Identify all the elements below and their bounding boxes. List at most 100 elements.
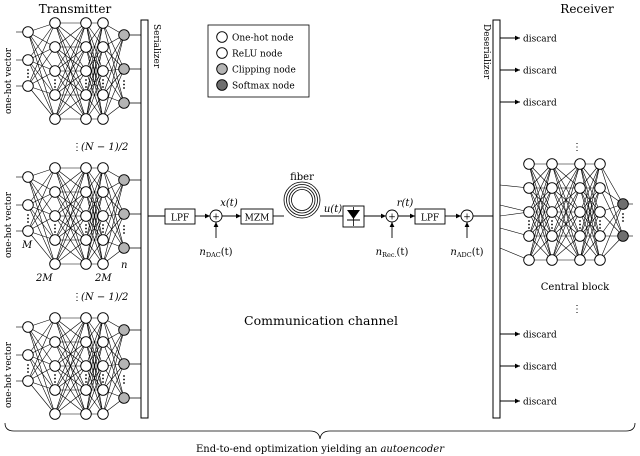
relu-node: [97, 89, 109, 101]
connection-line: [27, 326, 56, 367]
adder-dac-icon: [209, 209, 223, 223]
connection-line: [551, 187, 581, 261]
relu-node: [80, 186, 92, 198]
one-hot-node: [22, 225, 34, 237]
x-t-label: x(t): [220, 198, 238, 209]
ellipsis-dot: [27, 221, 29, 223]
relu-node: [574, 206, 586, 218]
connection-line: [27, 22, 56, 61]
connection-line: [54, 389, 87, 415]
one-hot-node: [22, 171, 34, 183]
relu-node: [49, 336, 61, 348]
connection-line: [27, 380, 56, 415]
ellipsis-dot: [27, 364, 29, 366]
connection-line: [85, 215, 104, 265]
connection-line: [85, 341, 104, 415]
connection-line: [54, 365, 87, 415]
ellipsis-dot: [27, 72, 29, 75]
one-hot-vector-label-3: one-hot vector: [4, 341, 14, 408]
relu-node: [49, 234, 61, 246]
relu-node: [574, 254, 586, 266]
connection-line: [102, 317, 125, 365]
ellipsis-dot: [85, 224, 87, 226]
ellipsis-dot: [123, 228, 125, 231]
relu-node: [49, 113, 61, 125]
ellipsis-dot: [27, 367, 29, 370]
connection-line: [27, 176, 56, 241]
arrow-head: [515, 67, 520, 73]
connection-line: [85, 317, 104, 367]
relu-node: [97, 186, 109, 198]
relu-node: [97, 312, 109, 324]
one-hot-node: [22, 199, 34, 211]
relu-node: [49, 89, 61, 101]
arrow-head: [389, 222, 395, 227]
ellipsis-dot: [54, 86, 56, 88]
ellipsis-dot: [579, 227, 581, 229]
connection-line: [27, 354, 56, 415]
ellipsis-dot: [85, 79, 87, 81]
ellipsis-dot: [123, 382, 125, 384]
connection-line: [27, 230, 56, 265]
relu-node: [49, 17, 61, 29]
relu-node: [97, 41, 109, 53]
ellipsis-dot: [579, 220, 581, 222]
legend-label: Clipping node: [232, 66, 296, 76]
relu-node: [594, 158, 606, 170]
connection-line: [85, 365, 104, 415]
discard-outputs: discarddiscarddiscarddiscarddiscarddisca…: [523, 35, 557, 408]
connection-line: [579, 163, 601, 237]
arrow-head: [515, 35, 520, 41]
clipping-node: [118, 29, 130, 41]
connection-line: [85, 317, 104, 415]
deserializer-bar: [492, 19, 501, 419]
connection-line: [579, 163, 601, 261]
ellipsis-dot: [54, 381, 56, 383]
connection-line: [85, 70, 104, 120]
clipping-node: [118, 208, 130, 220]
clipping-node: [118, 324, 130, 336]
connection-line: [27, 341, 56, 382]
connection-line: [27, 354, 56, 391]
ellipsis-dot: [599, 227, 601, 229]
connection-line: [102, 68, 125, 120]
clipping-node: [118, 392, 130, 404]
relu-node: [80, 65, 92, 77]
one-hot-node: [22, 54, 34, 66]
relu-node: [546, 182, 558, 194]
relu-node: [49, 360, 61, 372]
relu-node: [97, 408, 109, 420]
connection-line: [102, 179, 125, 241]
relu-node: [546, 158, 558, 170]
connection-line: [528, 187, 553, 261]
relu-node: [574, 158, 586, 170]
ellipsis-dot: [528, 223, 530, 226]
ellipsis-dot: [27, 217, 29, 220]
ellipsis-dot: [54, 227, 56, 230]
communication-channel-label: Communication channel: [244, 313, 398, 328]
ellipsis-dot: [528, 227, 530, 229]
relu-node: [97, 360, 109, 372]
relu-node: [80, 162, 92, 174]
ellipsis-vertical-1: ⋮: [72, 142, 82, 153]
connection-line: [27, 167, 56, 206]
ellipsis-dot: [54, 79, 56, 81]
connection-line: [528, 163, 553, 237]
arrow-head: [213, 222, 219, 227]
ellipsis-dot: [123, 83, 125, 86]
connection-line: [102, 34, 125, 96]
u-t-label: u(t): [324, 204, 342, 215]
ellipsis-vertical-2: ⋮: [72, 292, 82, 303]
connection-line: [27, 191, 56, 232]
ellipsis-dot: [123, 80, 125, 82]
connection-line: [551, 163, 581, 237]
ellipsis-dot: [27, 69, 29, 71]
relu-node: [49, 384, 61, 396]
connection-line: [102, 179, 125, 217]
connection-line: [54, 167, 87, 265]
relu-node: [546, 254, 558, 266]
arrow-head: [515, 331, 520, 337]
connection-line: [528, 211, 553, 261]
one-hot-node: [22, 26, 34, 38]
